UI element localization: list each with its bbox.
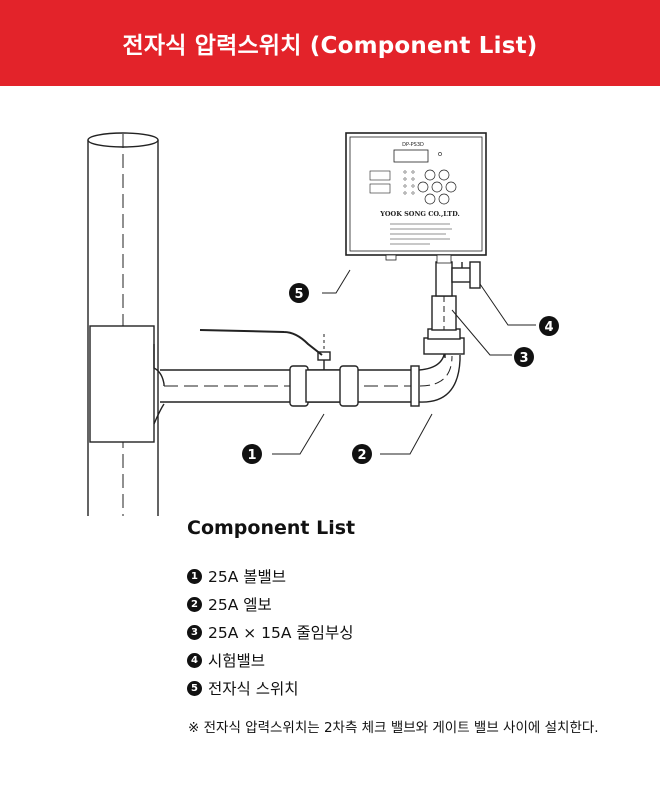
list-item-label: 전자식 스위치	[208, 680, 299, 698]
callout-3: 3	[514, 347, 534, 367]
installation-note: ※ 전자식 압력스위치는 2차측 체크 밸브와 게이트 밸브 사이에 설치한다.	[188, 720, 599, 736]
item-number-badge: 4	[187, 652, 202, 668]
list-item: 4 시험밸브	[187, 646, 353, 674]
list-item-label: 25A × 15A 줄임부싱	[208, 624, 354, 642]
callout-4: 4	[539, 316, 559, 336]
component-list: 1 25A 볼밸브 2 25A 엘보 3 25A × 15A 줄임부싱 4 시험밸브 5…	[187, 562, 353, 702]
callout-2: 2	[352, 444, 372, 464]
elbow-fitting	[410, 347, 461, 407]
header-banner: 전자식 압력스위치 (Component List)	[0, 0, 660, 86]
main-riser-pipe	[87, 132, 165, 516]
list-item: 2 25A 엘보	[187, 590, 353, 618]
list-item-label: 25A 엘보	[208, 596, 272, 614]
item-number-badge: 1	[187, 568, 202, 584]
device-brand-label: YOOK SONG CO.,LTD.	[379, 210, 460, 218]
svg-text:1: 1	[247, 448, 256, 463]
svg-text:2: 2	[357, 448, 366, 463]
svg-text:4: 4	[544, 320, 553, 335]
item-number-badge: 5	[187, 680, 202, 696]
pressure-switch: DP-PS3D YOOK SONG CO.,LTD.	[345, 132, 487, 264]
item-number-badge: 2	[187, 596, 202, 612]
component-list-heading: Component List	[187, 517, 356, 539]
list-item: 1 25A 볼밸브	[187, 562, 353, 590]
callout-1: 1	[242, 444, 262, 464]
leader-lines	[272, 269, 536, 455]
item-number-badge: 3	[187, 624, 202, 640]
list-item: 5 전자식 스위치	[187, 674, 353, 702]
svg-text:3: 3	[519, 351, 528, 366]
callout-5: 5	[289, 283, 309, 303]
page-title: 전자식 압력스위치 (Component List)	[122, 33, 538, 59]
device-model-label: DP-PS3D	[402, 142, 424, 148]
svg-text:5: 5	[294, 287, 303, 302]
list-item: 3 25A × 15A 줄임부싱	[187, 618, 353, 646]
test-valve	[451, 261, 481, 289]
installation-diagram: DP-PS3D YOOK SONG CO.,LTD.	[87, 132, 559, 516]
list-item-label: 시험밸브	[208, 652, 266, 670]
ball-valve	[199, 329, 359, 407]
list-item-label: 25A 볼밸브	[208, 568, 287, 586]
